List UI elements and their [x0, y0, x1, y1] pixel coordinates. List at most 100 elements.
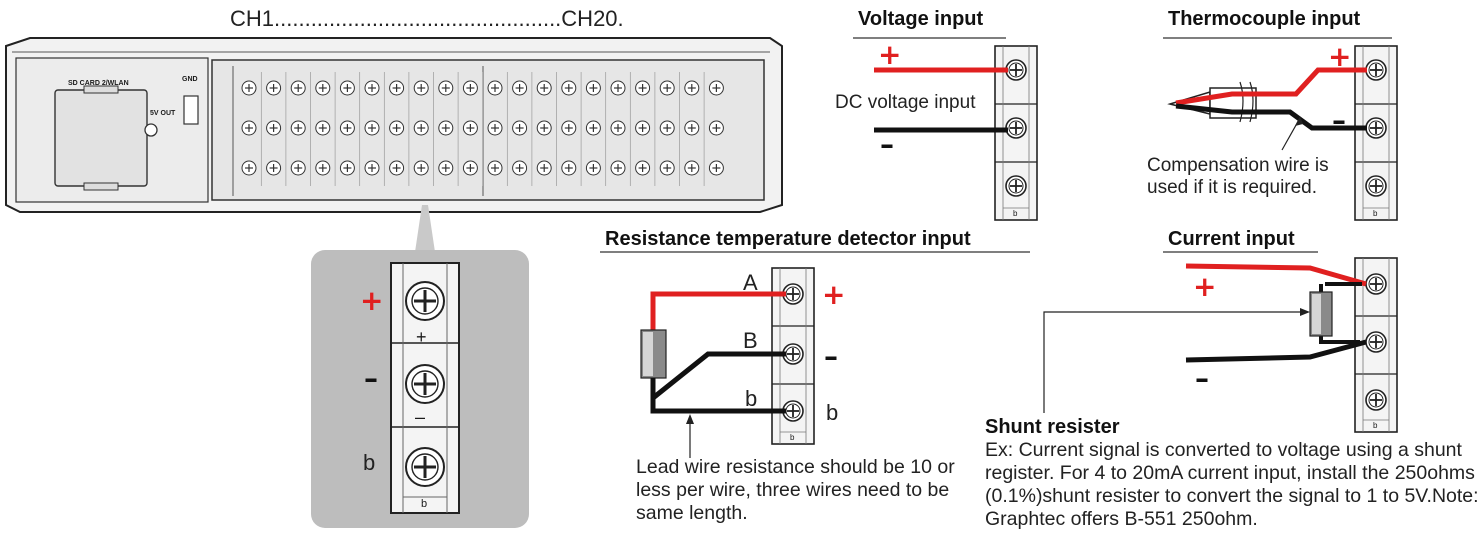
channel-screw — [487, 120, 503, 136]
channel-screw — [364, 160, 380, 176]
channel-screw — [339, 80, 355, 96]
channel-screw — [438, 160, 454, 176]
thermocouple-input-title: Thermocouple input — [1168, 8, 1361, 30]
channel-screw — [413, 120, 429, 136]
zoom-block-minus-mark: – — [415, 407, 426, 427]
channel-screw — [487, 80, 503, 96]
current-minus-label: – — [1195, 362, 1209, 395]
channel-screw — [536, 160, 552, 176]
thermocouple-probe — [1167, 67, 1367, 151]
channel-screw — [241, 160, 257, 176]
rtd-lead-wire-note: Lead wire resistance should be 10 or les… — [636, 456, 955, 524]
channel-screw — [462, 120, 478, 136]
channel-screw — [290, 160, 306, 176]
channel-screw — [339, 120, 355, 136]
channel-screw — [659, 160, 675, 176]
channel-screw — [585, 80, 602, 96]
channel-screw — [708, 120, 725, 136]
channel-screw — [315, 120, 331, 136]
channel-screw — [487, 160, 503, 176]
channel-screw — [634, 160, 651, 176]
rtd-block-b-mark: b — [790, 433, 795, 442]
current-wiring — [1043, 263, 1367, 413]
voltage-terminal-block — [994, 45, 1038, 221]
voltage-minus-label: – — [880, 128, 894, 161]
rtd-minus-label: – — [824, 340, 838, 373]
channel-screw — [659, 120, 675, 136]
channel-screw — [659, 80, 675, 96]
channel-screw — [462, 80, 478, 96]
channel-screw — [266, 160, 282, 176]
channel-range-label: CH1.....................................… — [230, 6, 624, 32]
channel-dots: ........................................… — [274, 6, 562, 31]
channel-screw — [684, 160, 700, 176]
current-input-title: Current input — [1168, 228, 1295, 250]
channel-screw — [708, 160, 725, 176]
current-plus-label: + — [1193, 270, 1217, 303]
channel-screw — [389, 160, 405, 176]
channel-screw — [610, 160, 626, 176]
channel-screw — [634, 80, 651, 96]
channel-screw — [290, 120, 306, 136]
shunt-resister-description: Ex: Current signal is converted to volta… — [985, 439, 1479, 530]
channel-screw — [511, 80, 528, 96]
channel-screw — [364, 80, 380, 96]
channel-screw — [241, 80, 257, 96]
channel-screw — [561, 80, 577, 96]
gnd-terminal — [183, 95, 199, 125]
rtd-wire-b-upper-label: B — [743, 328, 758, 353]
rtd-b-label: b — [826, 400, 839, 425]
channel-screw — [462, 160, 478, 176]
channel-screw — [585, 120, 602, 136]
rtd-wire-a-label: A — [743, 270, 758, 295]
channel-screw — [610, 80, 626, 96]
rtd-wiring — [640, 291, 786, 458]
thermocouple-minus-label: – — [1332, 104, 1346, 137]
current-block-b-mark: b — [1373, 421, 1378, 430]
channel-screw — [339, 160, 355, 176]
channel-screw — [266, 120, 282, 136]
channel-screw — [364, 120, 380, 136]
channel-screw — [413, 80, 429, 96]
thermocouple-plus-label: + — [1328, 40, 1352, 73]
channel-screw — [438, 80, 454, 96]
channel-terminals — [241, 72, 725, 186]
channel-screw — [315, 80, 331, 96]
rtd-input-title: Resistance temperature detector input — [605, 228, 971, 250]
zoom-plus-label: + — [360, 284, 384, 317]
channel-screw — [389, 120, 405, 136]
channel-screw — [536, 80, 552, 96]
channel-screw — [684, 120, 700, 136]
channel-screw — [610, 120, 626, 136]
rtd-wire-b-lower-label: b — [745, 386, 758, 411]
voltage-input-title: Voltage input — [858, 8, 984, 30]
channel-screw — [511, 120, 528, 136]
five-v-out-label: 5V OUT — [150, 110, 176, 117]
channel-screw — [585, 160, 602, 176]
channel-start: CH1 — [230, 6, 275, 31]
channel-screw — [290, 80, 306, 96]
voltage-plus-label: + — [878, 38, 902, 71]
data-logger-device — [5, 37, 783, 213]
rtd-plus-label: + — [822, 278, 846, 311]
thermocouple-note-line1: Compensation wire is — [1147, 155, 1329, 176]
channel-screw — [708, 80, 725, 96]
voltage-block-b-mark: b — [1013, 209, 1018, 218]
channel-end: CH20. — [561, 6, 624, 31]
gnd-label: GND — [182, 76, 198, 83]
channel-screw — [413, 160, 429, 176]
channel-screw — [561, 160, 577, 176]
five-v-out-port — [144, 123, 158, 137]
zoom-block-b-mark: b — [421, 498, 428, 510]
channel-screw — [684, 80, 700, 96]
sd-card-slot — [54, 89, 148, 187]
shunt-resister-title: Shunt resister — [985, 416, 1120, 438]
channel-screw — [511, 160, 528, 176]
channel-screw — [241, 120, 257, 136]
zoom-block-plus-mark: + — [416, 327, 427, 347]
zoom-terminal-block — [390, 262, 460, 514]
thermocouple-block-b-mark: b — [1373, 209, 1378, 218]
channel-screw — [315, 160, 331, 176]
channel-screw — [389, 80, 405, 96]
